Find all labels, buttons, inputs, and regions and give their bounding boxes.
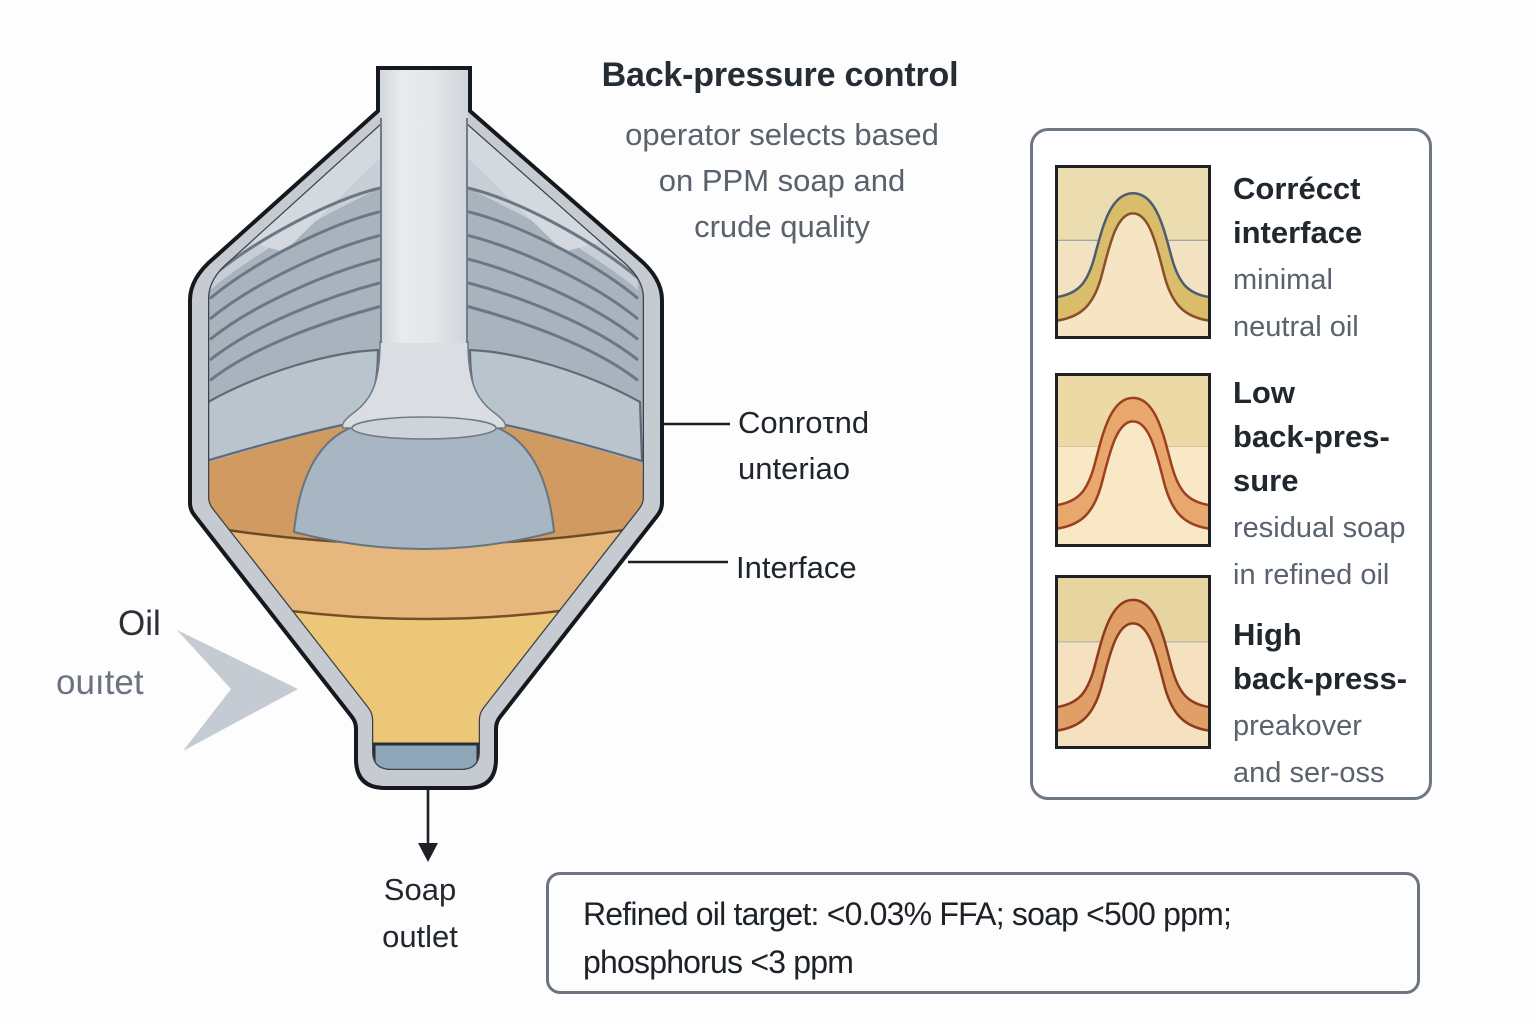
panel-item-high-pressure: High back-press- preakover and ser-oss — [1233, 617, 1408, 789]
interface-conditions-panel: Corrécct interface minimal neutral oil L… — [1030, 128, 1432, 800]
panel-item-correct: Corrécct interface minimal neutral oil — [1233, 171, 1363, 343]
subtitle-line: crude quality — [694, 209, 870, 244]
oil-outlet-label: Oil — [118, 604, 161, 643]
target-note-line: phosphorus <3 ppm — [583, 944, 854, 980]
refined-oil-target-note: Refined oil target: <0.03% FFA; soap <50… — [546, 872, 1420, 994]
target-note-line: Refined oil target: <0.03% FFA; soap <50… — [583, 896, 1232, 932]
soap-outlet-arrow — [418, 790, 438, 862]
soap-outlet-label: Soap outlet — [382, 872, 458, 954]
interface-thumbnail-low-pressure — [1055, 373, 1211, 547]
pipe-flare — [341, 341, 507, 429]
interface-thumbnail-high-pressure — [1055, 575, 1211, 749]
feed-pipe — [380, 70, 468, 343]
subtitle-line: on PPM soap and — [658, 163, 906, 198]
page-title: Back-pressure control — [601, 56, 959, 94]
soap-neck-insert — [372, 742, 480, 770]
interface-thumbnail-correct — [1055, 165, 1211, 339]
label-control-interface: Conroτnd unteriao — [738, 405, 870, 486]
panel-item-low-pressure: Low back-pres- sure residual soap in ref… — [1233, 375, 1406, 591]
oil-outlet-label-line2: ouıtet — [56, 663, 144, 702]
oil-outlet-arrow — [177, 630, 298, 751]
center-dome — [292, 418, 556, 550]
middle-layer-tan — [208, 527, 644, 619]
label-interface: Interface — [736, 550, 857, 585]
subtitle-line: operator selects based — [625, 117, 939, 152]
page-subtitle: operator selects based on PPM soap and c… — [558, 112, 1006, 250]
pipe-foot-rim — [351, 416, 497, 440]
